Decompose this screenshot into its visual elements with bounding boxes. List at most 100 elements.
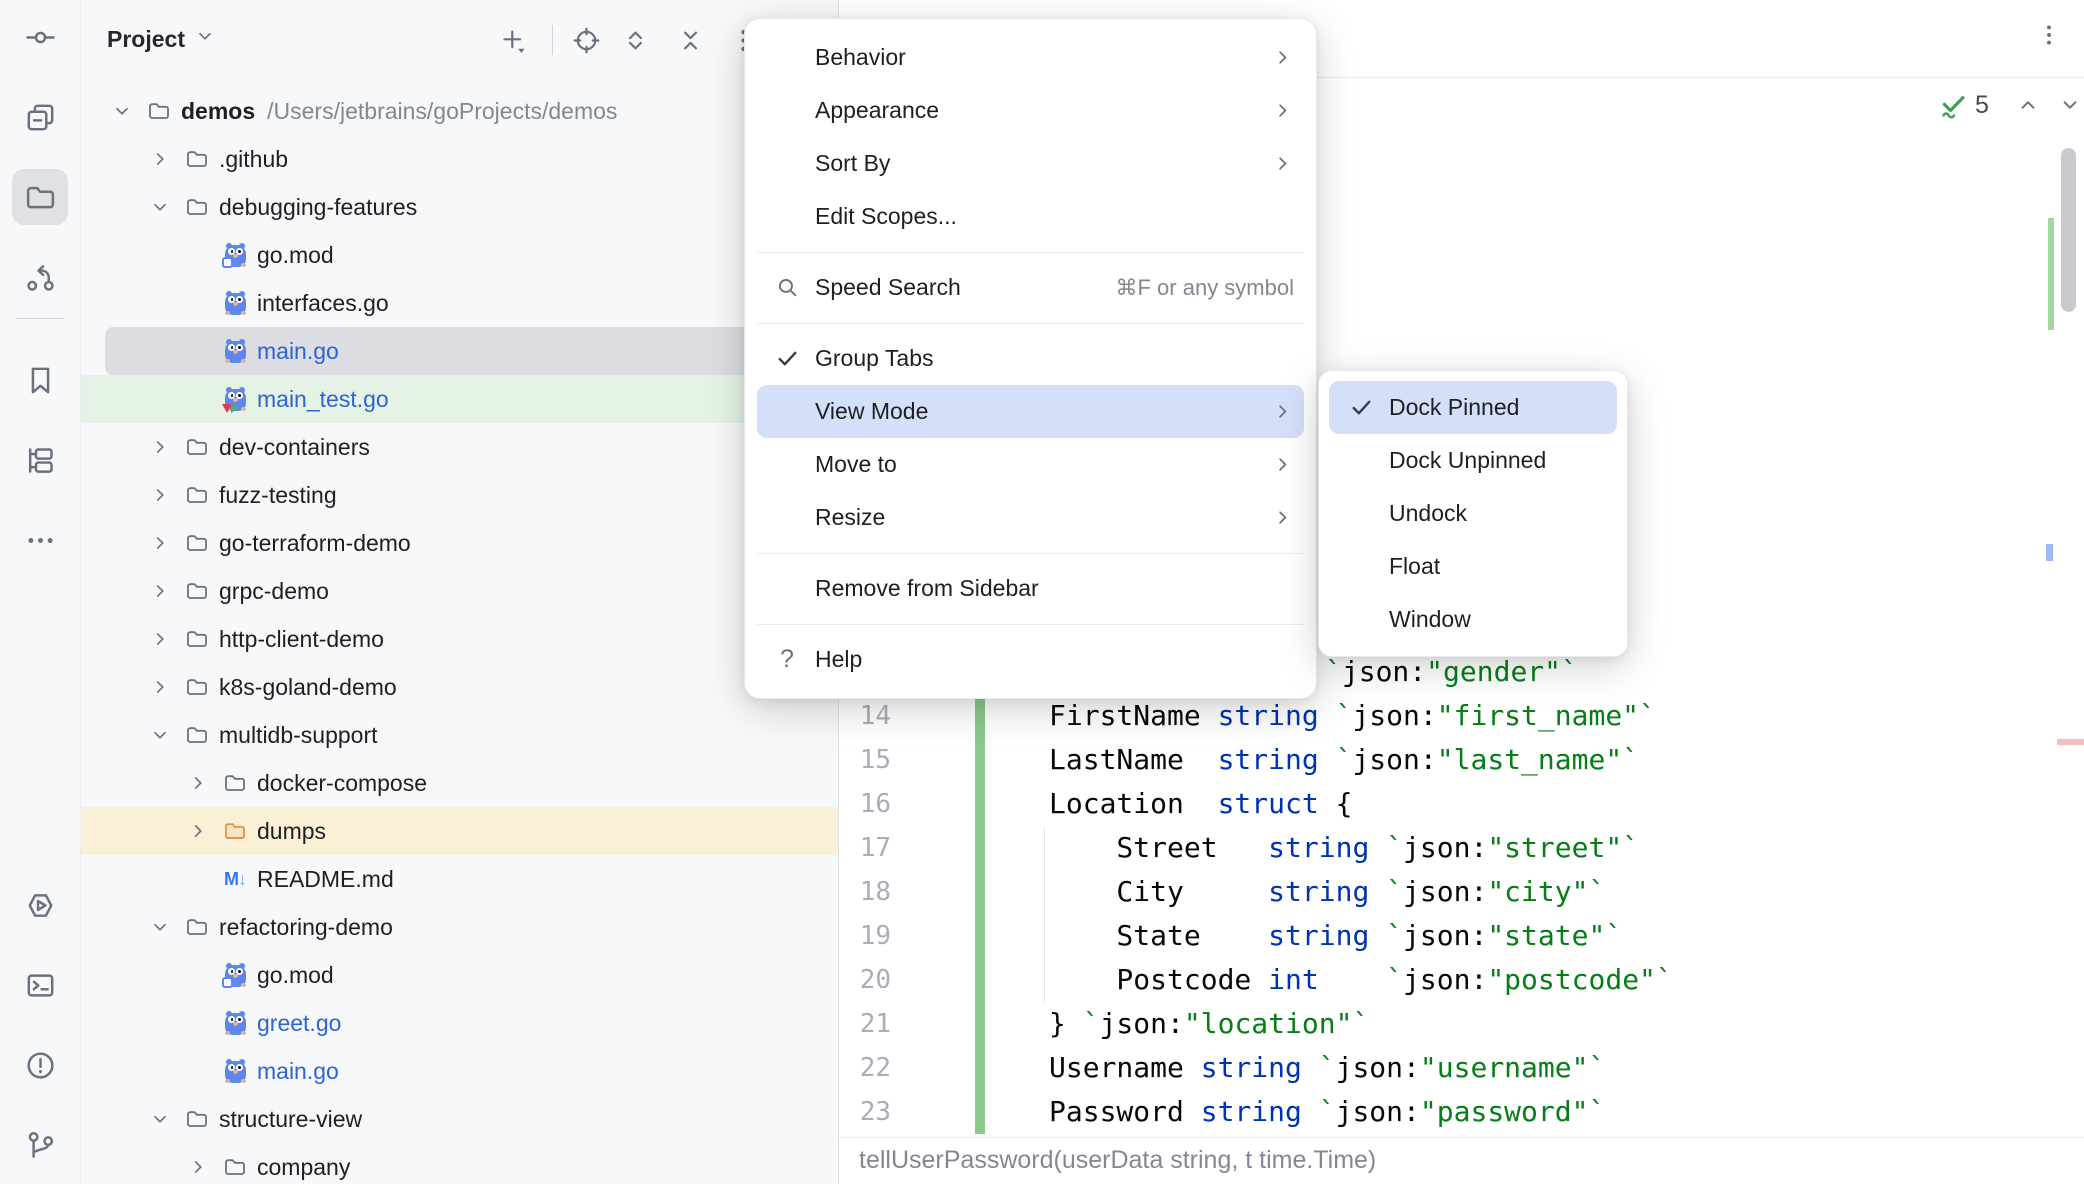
code-line-17[interactable]: 17 Street string `json:"street"` [839,826,2084,870]
tree-item-dumps[interactable]: dumps [81,807,838,855]
tree-item-k8s-goland-demo[interactable]: k8s-goland-demo [81,663,838,711]
tree-item-main-go[interactable]: main.go [81,1047,838,1095]
tree-item-grpc-demo[interactable]: grpc-demo [81,567,838,615]
tree-item--github[interactable]: .github [81,135,838,183]
chevron-right-icon[interactable] [149,484,171,506]
tree-item-go-terraform-demo[interactable]: go-terraform-demo [81,519,838,567]
code-text: Password string `json:"password"` [1049,1095,1606,1128]
chevron-right-icon[interactable] [149,532,171,554]
menu-item-dock-unpinned[interactable]: Dock Unpinned [1319,434,1627,487]
chevron-right-icon[interactable] [187,820,209,842]
menu-item-label: Float [1389,553,1441,579]
tree-item-demos[interactable]: demos/Users/jetbrains/goProjects/demos [81,87,838,135]
editor-more-icon[interactable] [2032,18,2066,52]
vcs-update-icon[interactable] [12,249,68,305]
chevron-down-icon[interactable] [149,1108,171,1130]
tree-item-main-test-go[interactable]: main_test.go [81,375,838,423]
menu-item-view-mode[interactable]: View Mode [757,385,1304,438]
structure-icon[interactable] [12,432,68,488]
error-stripe-info-mark[interactable] [2046,544,2053,561]
chevron-right-icon[interactable] [149,436,171,458]
tree-item-main-go[interactable]: main.go [81,327,838,375]
tree-item-greet-go[interactable]: greet.go [81,999,838,1047]
chevron-down-icon[interactable] [149,196,171,218]
code-line-19[interactable]: 19 State string `json:"state"` [839,914,2084,958]
editor-windows-icon[interactable] [12,89,68,145]
add-icon[interactable] [495,22,531,58]
editor-top-divider [839,77,2084,78]
folder-icon [185,915,209,939]
terminal-icon[interactable] [12,957,68,1013]
bookmarks-icon[interactable] [12,352,68,408]
inspections-widget[interactable]: 5 [1937,88,2084,122]
expand-all-icon[interactable] [617,22,653,58]
project-title-dropdown[interactable]: Project [107,0,216,78]
menu-item-window[interactable]: Window [1319,593,1627,646]
project-icon[interactable] [12,169,68,225]
menu-item-edit-scopes[interactable]: Edit Scopes... [745,190,1316,243]
menu-divider [757,251,1304,253]
error-stripe-warning-mark[interactable] [2057,739,2084,745]
code-line-21[interactable]: 21} `json:"location"` [839,1002,2084,1046]
tree-item-label: main_test.go [257,386,389,412]
menu-item-group-tabs[interactable]: Group Tabs [745,332,1316,385]
tree-item-debugging-features[interactable]: debugging-features [81,183,838,231]
menu-item-float[interactable]: Float [1319,540,1627,593]
editor-scrollbar-thumb[interactable] [2061,148,2076,312]
chevron-down-icon[interactable] [111,100,133,122]
tree-item-structure-view[interactable]: structure-view [81,1095,838,1143]
menu-item-speed-search[interactable]: Speed Search⌘F or any symbol [745,261,1316,314]
menu-item-label: Window [1389,606,1471,632]
run-services-icon[interactable] [12,877,68,933]
chevron-down-icon[interactable] [149,724,171,746]
tree-item-interfaces-go[interactable]: interfaces.go [81,279,838,327]
next-problem-icon[interactable] [2053,88,2084,122]
tree-item-dev-containers[interactable]: dev-containers [81,423,838,471]
tree-item-docker-compose[interactable]: docker-compose [81,759,838,807]
more-tools-icon[interactable] [12,512,68,568]
previous-problem-icon[interactable] [2011,88,2045,122]
tree-item-readme-md[interactable]: M↓README.md [81,855,838,903]
menu-item-label: Dock Unpinned [1389,447,1547,473]
tree-item-multidb-support[interactable]: multidb-support [81,711,838,759]
menu-item-move-to[interactable]: Move to [745,438,1316,491]
tree-item-http-client-demo[interactable]: http-client-demo [81,615,838,663]
menu-item-appearance[interactable]: Appearance [745,84,1316,137]
chevron-right-icon[interactable] [149,628,171,650]
tool-window-toggle-icon[interactable] [12,9,68,65]
tree-item-fuzz-testing[interactable]: fuzz-testing [81,471,838,519]
problems-icon[interactable] [12,1037,68,1093]
chevron-right-icon[interactable] [149,580,171,602]
menu-item-sort-by[interactable]: Sort By [745,137,1316,190]
menu-item-resize[interactable]: Resize [745,491,1316,544]
menu-item-dock-pinned[interactable]: Dock Pinned [1329,381,1617,434]
menu-item-remove-from-sidebar[interactable]: Remove from Sidebar [745,562,1316,615]
chevron-right-icon[interactable] [149,148,171,170]
menu-item-behavior[interactable]: Behavior [745,31,1316,84]
chevron-right-icon[interactable] [149,676,171,698]
chevron-down-icon[interactable] [149,916,171,938]
tree-item-go-mod[interactable]: go.mod [81,951,838,999]
menu-item-undock[interactable]: Undock [1319,487,1627,540]
chevron-right-icon[interactable] [187,1156,209,1178]
tree-item-refactoring-demo[interactable]: refactoring-demo [81,903,838,951]
tree-item-company[interactable]: company [81,1143,838,1184]
chevron-right-icon[interactable] [187,772,209,794]
tree-item-go-mod[interactable]: go.mod [81,231,838,279]
folder-icon [185,531,209,555]
code-text: LastName string `json:"last_name"` [1049,743,1640,776]
collapse-all-icon[interactable] [672,22,708,58]
code-line-13[interactable]: `json:"gender"` [839,650,2084,694]
menu-item-help[interactable]: ?Help [745,633,1316,686]
locate-icon[interactable] [568,22,604,58]
error-stripe-change-mark[interactable] [2048,218,2054,330]
version-control-icon[interactable] [12,1117,68,1173]
menu-item-label: Speed Search [815,274,961,300]
code-line-20[interactable]: 20 Postcode int `json:"postcode"` [839,958,2084,1002]
code-line-18[interactable]: 18 City string `json:"city"` [839,870,2084,914]
